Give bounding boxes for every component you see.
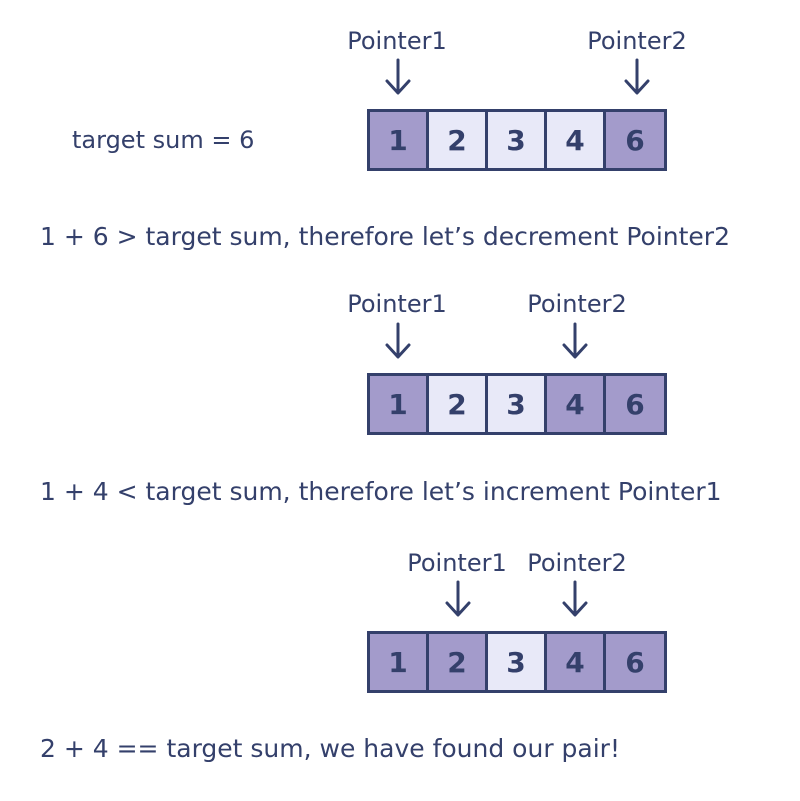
array-cell: 3 (488, 112, 547, 168)
down-arrow-icon (445, 580, 471, 617)
array-cell: 6 (606, 376, 664, 432)
down-arrow-icon (385, 58, 411, 95)
array-row: 1 2 3 4 6 (367, 109, 667, 171)
array-cell: 6 (606, 112, 664, 168)
array-cell: 1 (370, 112, 429, 168)
array-cell: 4 (547, 634, 606, 690)
pointer2-label: Pointer2 (527, 290, 627, 318)
array-cell: 3 (488, 634, 547, 690)
array-cell: 2 (429, 376, 488, 432)
pointer2-label: Pointer2 (527, 549, 627, 577)
array-cell: 2 (429, 112, 488, 168)
down-arrow-icon (624, 58, 650, 95)
down-arrow-icon (385, 322, 411, 359)
step-caption: 1 + 4 < target sum, therefore let’s incr… (40, 477, 722, 506)
array-row: 1 2 3 4 6 (367, 373, 667, 435)
array-cell: 4 (547, 112, 606, 168)
array-cell: 3 (488, 376, 547, 432)
step-caption: 2 + 4 == target sum, we have found our p… (40, 734, 620, 763)
pointer1-label: Pointer1 (407, 549, 507, 577)
array-cell: 1 (370, 634, 429, 690)
target-sum-label: target sum = 6 (72, 126, 255, 154)
down-arrow-icon (562, 322, 588, 359)
pointer1-label: Pointer1 (347, 27, 447, 55)
array-cell: 4 (547, 376, 606, 432)
array-cell: 2 (429, 634, 488, 690)
pointer1-label: Pointer1 (347, 290, 447, 318)
pointer2-label: Pointer2 (587, 27, 687, 55)
array-cell: 6 (606, 634, 664, 690)
array-cell: 1 (370, 376, 429, 432)
down-arrow-icon (562, 580, 588, 617)
array-row: 1 2 3 4 6 (367, 631, 667, 693)
step-caption: 1 + 6 > target sum, therefore let’s decr… (40, 222, 730, 251)
